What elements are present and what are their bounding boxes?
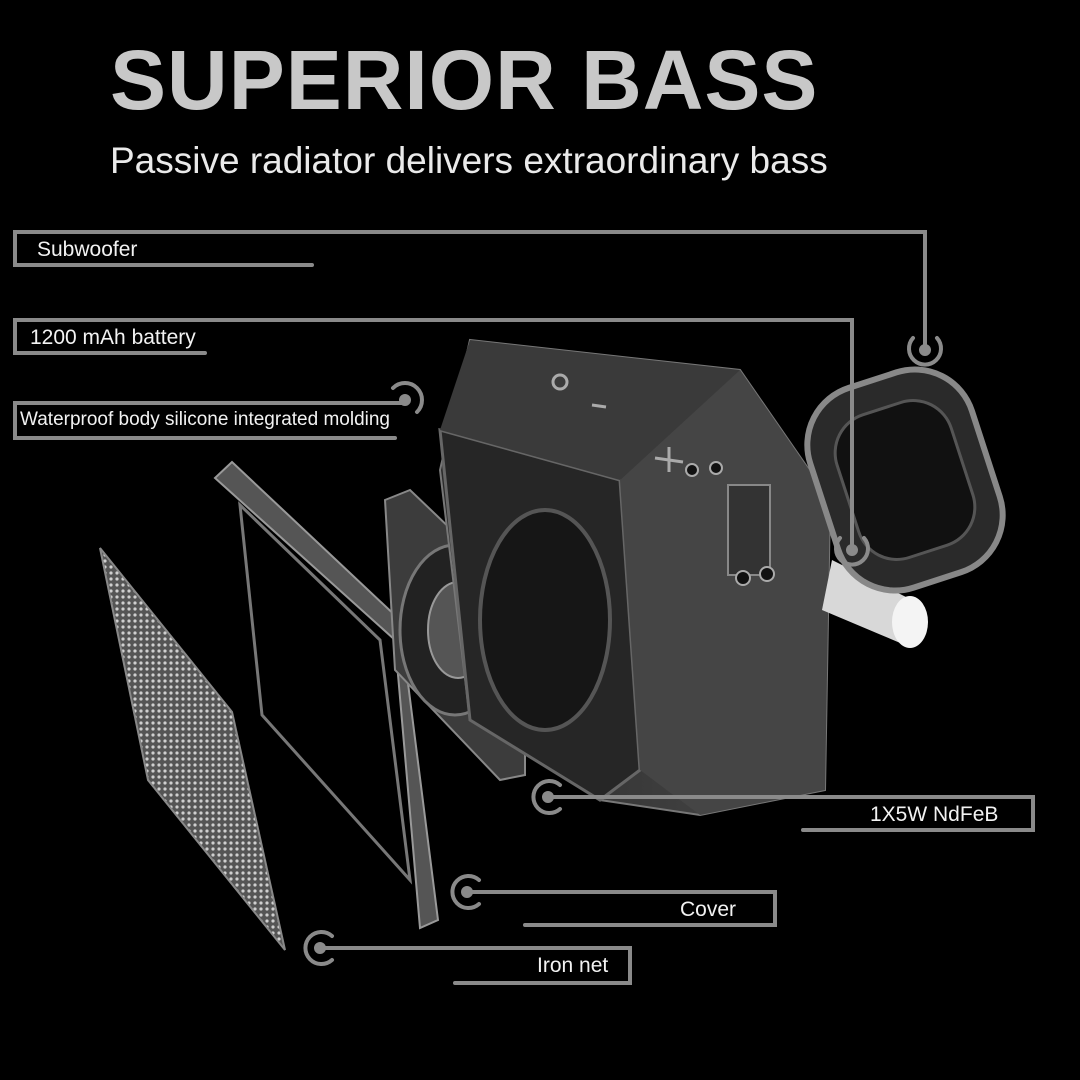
callout-label-subwoofer: Subwoofer xyxy=(37,238,138,261)
callout-line-driver xyxy=(531,779,1035,832)
speaker-body xyxy=(438,338,832,817)
control-buttons-icon xyxy=(551,373,684,472)
battery xyxy=(822,560,928,648)
aux-port-bracket xyxy=(727,484,771,576)
callout-line-subwoofer xyxy=(13,230,943,367)
passive-radiator-subwoofer xyxy=(804,366,1006,594)
headline: SUPERIOR BASS xyxy=(110,33,819,127)
iron-net-grille xyxy=(99,547,286,951)
callout-label-waterproof: Waterproof body silicone integrated mold… xyxy=(20,409,390,430)
callout-line-iron-net xyxy=(303,930,632,985)
callout-line-waterproof xyxy=(13,381,424,440)
callout-label-driver: 1X5W NdFeB xyxy=(870,803,999,826)
callout-line-battery xyxy=(13,318,870,567)
subheadline: Passive radiator delivers extraordinary … xyxy=(110,140,828,181)
callout-line-cover xyxy=(450,874,777,927)
callout-label-iron-net: Iron net xyxy=(537,954,609,977)
callout-label-battery: 1200 mAh battery xyxy=(30,326,196,349)
callout-label-cover: Cover xyxy=(680,898,737,921)
